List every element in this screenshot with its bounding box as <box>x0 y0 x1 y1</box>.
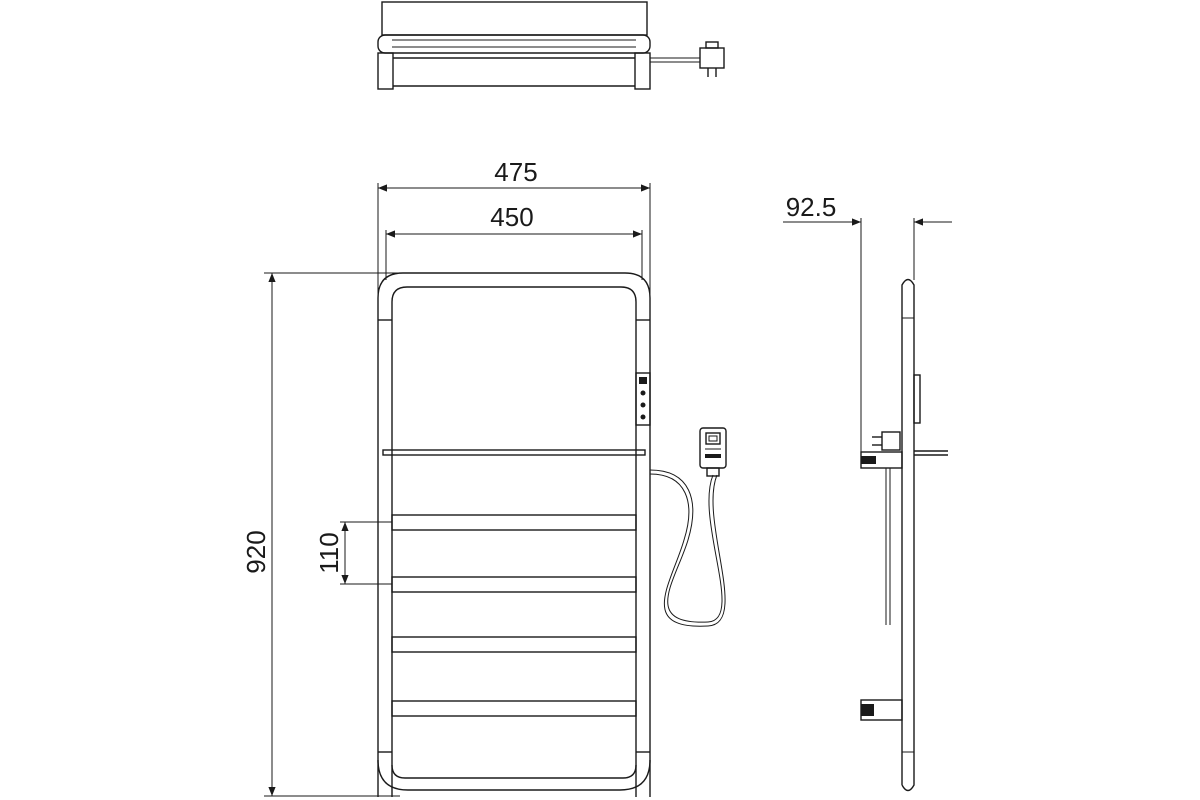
dimension-label-920: 920 <box>241 530 271 573</box>
dimension-label-450: 450 <box>490 202 533 232</box>
dimension-wall-offset: 92.5 <box>783 192 952 452</box>
dimension-label-475: 475 <box>494 157 537 187</box>
plug-top-icon <box>699 41 725 77</box>
front-view <box>377 272 727 797</box>
top-view <box>377 1 725 90</box>
dimension-bar-spacing: 110 <box>314 521 392 585</box>
side-view <box>860 278 948 792</box>
dimension-label-110: 110 <box>314 532 344 573</box>
plug-side-icon <box>872 431 901 451</box>
dimension-inner-width: 450 <box>385 202 643 280</box>
remote-controller <box>699 427 727 477</box>
control-panel <box>635 372 651 426</box>
dimension-height: 920 <box>241 272 400 797</box>
dimension-overall-width: 475 <box>377 157 651 300</box>
dimension-label-92-5: 92.5 <box>786 192 837 222</box>
